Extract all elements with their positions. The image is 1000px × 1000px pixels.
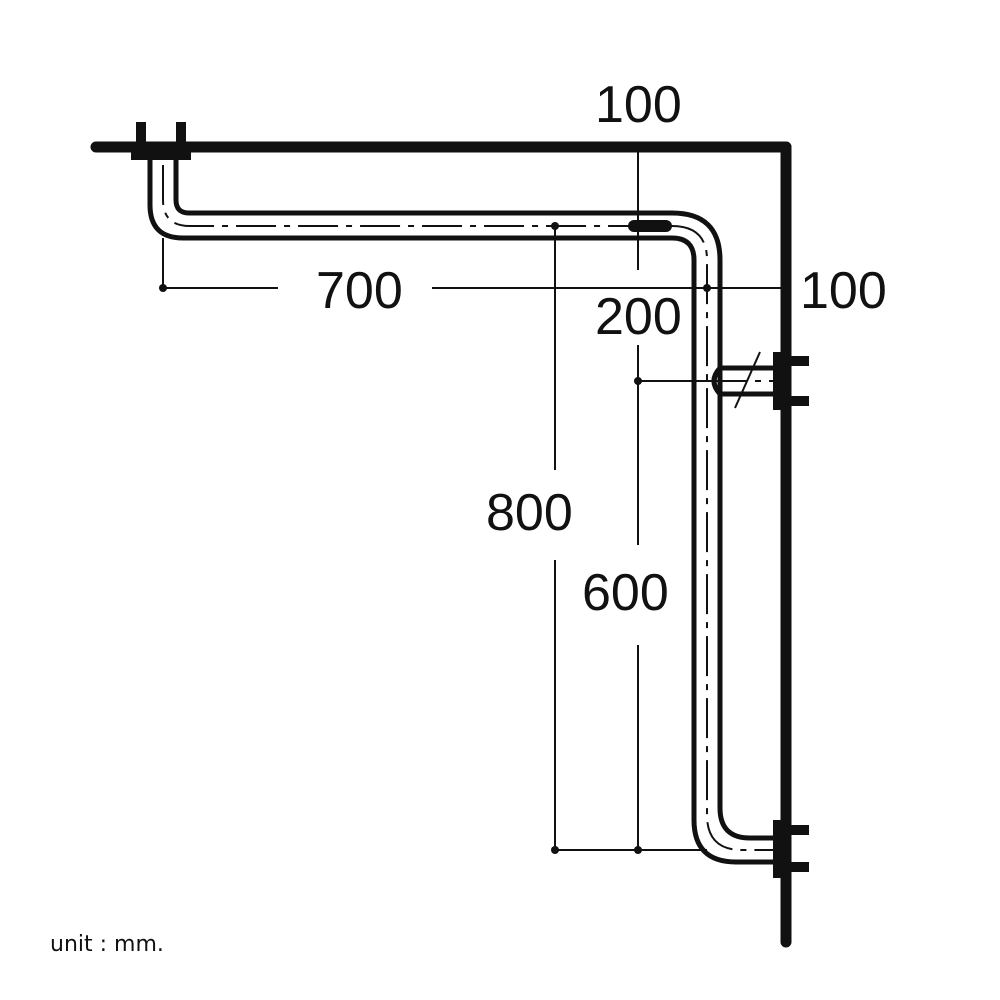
wall-lines: [90, 141, 792, 948]
weld-mark: [628, 220, 672, 232]
dimension-dots: [159, 222, 711, 854]
dim-inner-offset: 200: [595, 288, 682, 346]
dim-inner-length: 600: [582, 564, 669, 622]
unit-label: unit : mm.: [50, 932, 164, 957]
grab-bar-tube: [147, 160, 778, 865]
dim-right-offset: 100: [800, 262, 887, 320]
top-mount-flange: [131, 122, 191, 160]
centerlines: [162, 165, 778, 851]
dim-top-offset: 100: [595, 76, 682, 134]
dim-horizontal-length: 700: [316, 262, 403, 320]
side-mount-upper: [773, 352, 809, 410]
dim-outer-length: 800: [486, 484, 573, 542]
break-mark: [734, 351, 761, 409]
side-mount-lower: [773, 820, 809, 878]
